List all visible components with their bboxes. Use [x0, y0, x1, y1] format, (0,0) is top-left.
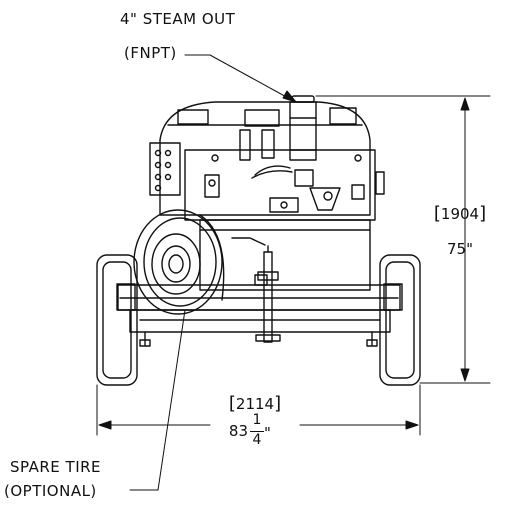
right-wheel: [379, 254, 421, 386]
spare-tire: [133, 209, 225, 315]
trailer-frame: [116, 283, 403, 347]
spare-tire-sublabel: (OPTIONAL): [4, 482, 97, 500]
height-mm-value: [1904]: [433, 203, 487, 224]
steam-out-label: 4" STEAM OUT: [120, 10, 236, 28]
height-in-value: 75": [447, 240, 473, 258]
spare-tire-leader: [129, 309, 186, 491]
width-in-unit: ": [264, 424, 271, 442]
height-dimension: [315, 95, 491, 384]
left-wheel: [96, 254, 138, 386]
steam-out-sublabel: (FNPT): [124, 44, 177, 62]
width-in-denominator: 4: [252, 432, 262, 448]
steam-out-stack: [289, 95, 317, 161]
width-mm-value: [2114]: [228, 393, 282, 414]
lower-tank: [199, 219, 371, 291]
tank-body: [159, 101, 371, 216]
equipment-cabinet: [149, 129, 385, 221]
spare-tire-label: SPARE TIRE: [10, 458, 102, 476]
width-in-whole: 83: [228, 422, 248, 440]
steam-out-leader: [184, 54, 297, 103]
width-dimension: [96, 384, 421, 436]
width-in-numerator: 1: [252, 412, 262, 428]
jack-stand: [255, 245, 281, 343]
fraction-bar: [250, 431, 264, 432]
